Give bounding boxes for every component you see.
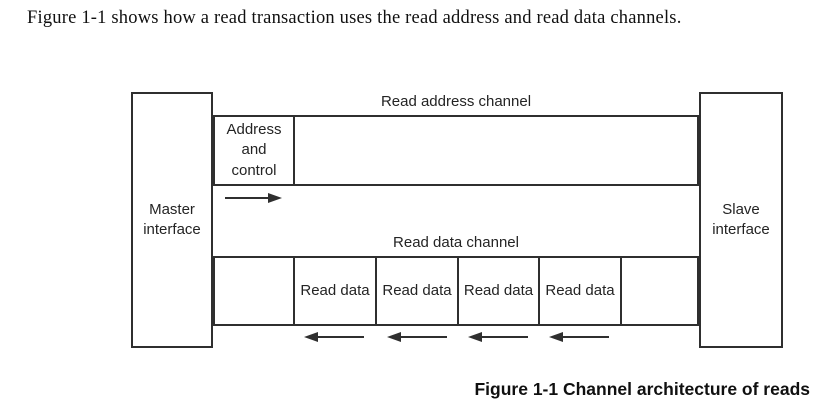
read-data-empty-cell	[215, 258, 293, 324]
read-address-channel-label: Read address channel	[380, 93, 532, 110]
read-data-flow-left-arrow-icon	[468, 332, 528, 342]
address-and-control-cell: Address and control	[215, 117, 295, 184]
read-data-cell: Read data	[293, 258, 375, 324]
read-data-flow-left-arrow-icon	[304, 332, 364, 342]
address-flow-right-arrow-icon	[225, 193, 282, 203]
master-interface-box: Master interface	[131, 92, 213, 348]
slave-interface-box: Slave interface	[699, 92, 783, 348]
read-data-empty-cell	[620, 258, 697, 324]
read-data-cell: Read data	[538, 258, 620, 324]
read-data-cell: Read data	[457, 258, 538, 324]
intro-text: Figure 1-1 shows how a read transaction …	[27, 8, 682, 28]
figure-caption: Figure 1-1 Channel architecture of reads	[474, 379, 810, 399]
read-data-flow-left-arrow-icon	[549, 332, 609, 342]
read-data-label: Read data	[545, 281, 615, 299]
master-interface-label: Master interface	[143, 201, 201, 238]
read-data-label: Read data	[463, 281, 534, 299]
read-data-channel-band: Read data Read data Read data Read data	[213, 256, 699, 326]
read-data-cell: Read data	[375, 258, 457, 324]
read-data-flow-left-arrow-icon	[387, 332, 447, 342]
read-data-channel-label: Read data channel	[393, 234, 519, 251]
read-data-label: Read data	[300, 281, 370, 299]
slave-interface-label: Slave interface	[712, 201, 770, 238]
read-address-channel-band: Address and control	[213, 115, 699, 186]
address-and-control-label: Address and control	[226, 121, 282, 179]
read-data-label: Read data	[382, 281, 452, 299]
